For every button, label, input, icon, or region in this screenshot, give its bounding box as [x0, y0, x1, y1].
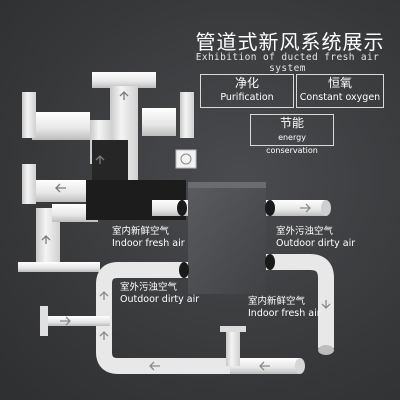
- label-indoor-bottom-zh: 室内新鲜空气: [248, 296, 306, 307]
- flow-arrow-pipe-up-1: [99, 291, 109, 300]
- label-indoor-fresh-air-top: 室内新鲜空气 Indoor fresh air: [112, 226, 185, 250]
- label-outdoor-top-en: Outdoor dirty air: [276, 238, 356, 249]
- flow-arrow-up-3: [41, 235, 51, 244]
- vent-fan-icon: [180, 153, 192, 165]
- pipe-cap-indoor-top: [177, 200, 187, 216]
- duct-lower-branch: [36, 180, 88, 202]
- pipe-wall-left: [40, 316, 110, 326]
- pipe-opening-bottom-right: [295, 358, 305, 374]
- duct-top-cap: [92, 72, 156, 88]
- page-subtitle: Exhibition of ducted fresh air system: [195, 52, 380, 74]
- feature-oxygen-en: Constant oxygen: [299, 92, 381, 103]
- feature-oxygen-zh: 恒氧: [327, 76, 352, 90]
- label-outdoor-dirty-air-top: 室外污浊空气 Outdoor dirty air: [276, 226, 355, 250]
- flow-arrow-up-1: [119, 91, 129, 100]
- pipe-opening-indoor-bottom: [318, 345, 334, 355]
- pipe-wall-flange: [40, 306, 48, 336]
- feature-constant-oxygen: 恒氧 Constant oxygen: [296, 74, 384, 108]
- label-indoor-fresh-air-bottom: 室内新鲜空气 Indoor fresh air: [248, 296, 321, 320]
- flow-arrow-left-1: [55, 183, 66, 193]
- flow-arrow-pipe-left-2: [259, 361, 270, 371]
- feature-purification-en: Purification: [220, 92, 274, 103]
- ventilation-unit: [188, 182, 266, 294]
- left-duct-network: [18, 72, 197, 272]
- duct-left-lower-drop: [22, 164, 36, 204]
- flow-arrow-wall-right: [60, 316, 71, 326]
- ceiling-vent-grille: [175, 149, 197, 169]
- pipe-cap-outdoor-top: [265, 200, 275, 216]
- pipe-opening-outdoor-top: [321, 200, 331, 216]
- flow-arrow-up-2: [95, 155, 105, 164]
- flow-arrow-pipe-down: [321, 300, 331, 309]
- junction-box-upper: [92, 140, 128, 180]
- feature-energy-en: energy conservation: [266, 133, 318, 155]
- label-indoor-top-zh: 室内新鲜空气: [112, 226, 170, 237]
- page-title: 管道式新风系统展示: [195, 30, 385, 54]
- duct-right-drop: [180, 92, 194, 138]
- pipe-tee-flange: [220, 326, 246, 332]
- flow-arrow-pipe-left: [149, 361, 160, 371]
- label-outdoor-top-zh: 室外污浊空气: [276, 226, 334, 237]
- feature-energy-conservation: 节能 energy conservation: [250, 114, 334, 155]
- unit-top-edge: [188, 182, 266, 188]
- pipe-cap-indoor-bottom: [265, 254, 275, 270]
- duct-branch-right: [142, 108, 176, 136]
- duct-branch-left: [32, 112, 90, 140]
- round-pipes: [40, 200, 334, 374]
- pipe-indoor-loop: [266, 254, 334, 348]
- feature-purification-zh: 净化: [234, 76, 259, 90]
- label-outdoor-bottom-en: Outdoor dirty air: [120, 294, 200, 305]
- flow-arrow-pipe-right: [300, 203, 311, 213]
- duct-floor-vent: [18, 262, 100, 272]
- label-outdoor-dirty-air-bottom: 室外污浊空气 Outdoor dirty air: [120, 282, 199, 306]
- flow-arrow-pipe-up-2: [99, 331, 109, 340]
- pipe-outdoor-top: [266, 200, 326, 216]
- duct-left-drop: [22, 92, 36, 138]
- feature-energy-zh: 节能: [279, 116, 304, 130]
- label-indoor-bottom-en: Indoor fresh air: [248, 308, 321, 319]
- label-indoor-top-en: Indoor fresh air: [112, 238, 185, 249]
- feature-purification: 净化 Purification: [200, 74, 294, 108]
- label-outdoor-bottom-zh: 室外污浊空气: [120, 282, 178, 293]
- pipe-cap-outdoor-bottom: [179, 262, 189, 278]
- pipe-tee: [226, 330, 240, 366]
